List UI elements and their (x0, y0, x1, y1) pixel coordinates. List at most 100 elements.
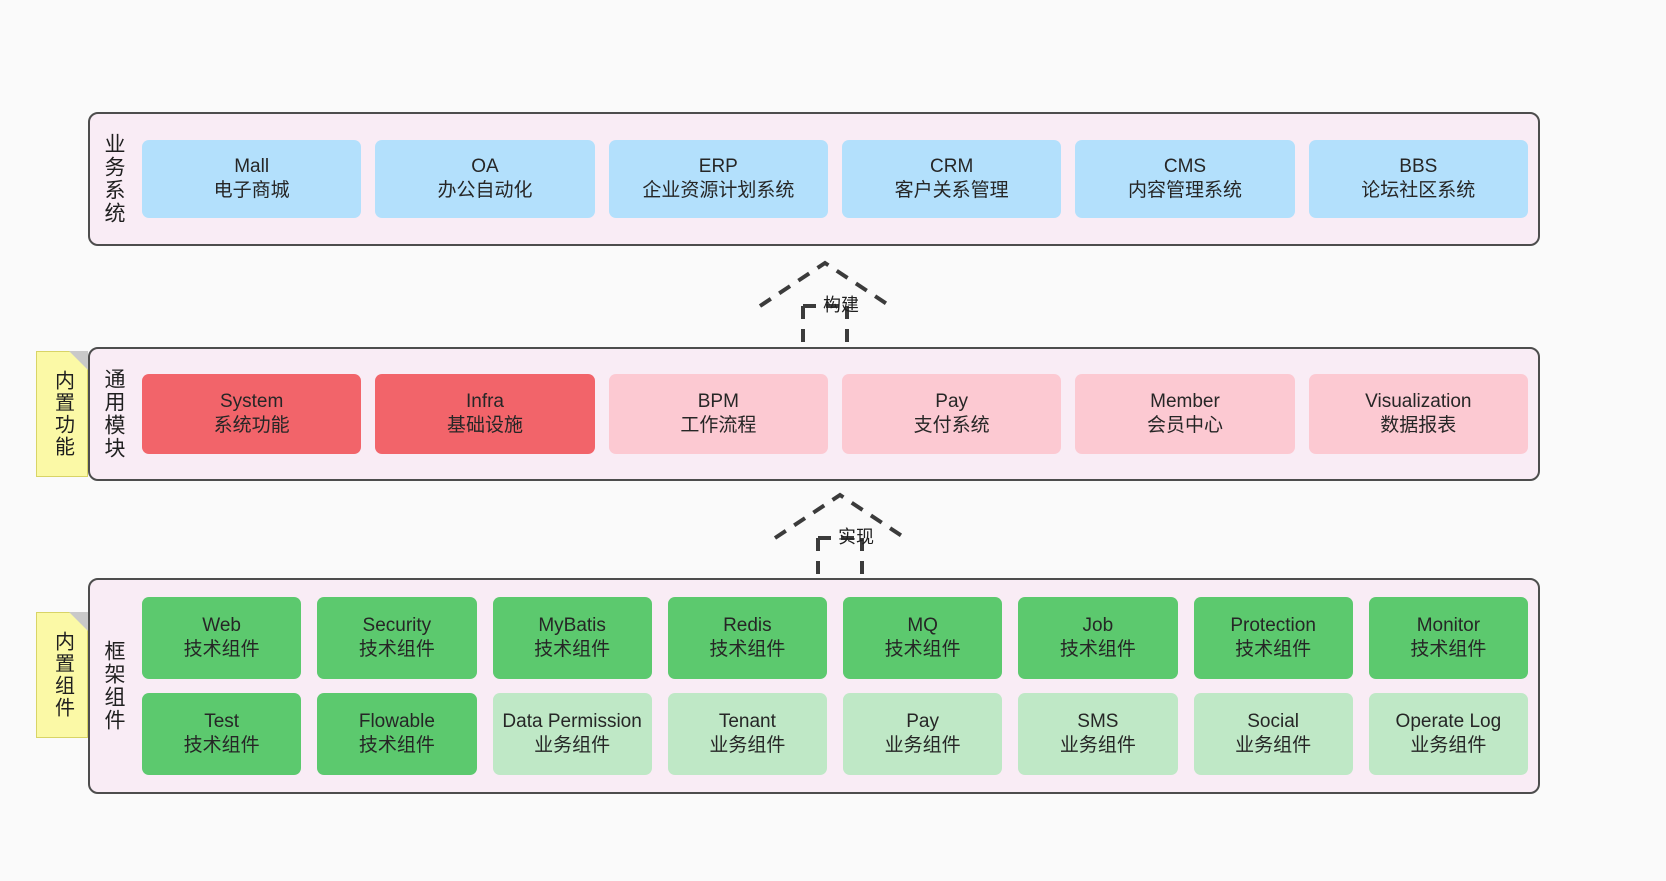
node-subtitle: 工作流程 (680, 415, 757, 436)
node-subtitle: 技术组件 (183, 639, 260, 660)
node-subtitle: 技术组件 (183, 735, 260, 756)
note-fold-corner-icon (69, 351, 88, 370)
node-title: CMS (1163, 155, 1207, 177)
node-title: Protection (1230, 614, 1316, 636)
node-social[interactable]: Social 业务组件 (1193, 693, 1353, 775)
connector-implement-label: 实现 (838, 527, 874, 547)
node-bbs[interactable]: BBS 论坛社区系统 (1308, 140, 1528, 218)
node-subtitle: 技术组件 (1235, 639, 1312, 660)
node-subtitle: 技术组件 (358, 735, 435, 756)
node-title: Mall (234, 155, 270, 177)
node-title: Operate Log (1395, 710, 1502, 732)
node-subtitle: 企业资源计划系统 (642, 180, 795, 201)
node-job[interactable]: Job 技术组件 (1018, 597, 1178, 679)
node-pay-module[interactable]: Pay 支付系统 (841, 374, 1062, 454)
layer-framework-components: 框架组件 Web 技术组件 Security 技术组件 MyBatis 技术组件… (88, 578, 1540, 794)
node-title: Test (204, 710, 240, 732)
layer-business-systems: 业务系统 Mall 电子商城 OA 办公自动化 ERP 企业资源计划系统 CRM… (88, 112, 1540, 246)
node-subtitle: 技术组件 (1410, 639, 1487, 660)
node-mq[interactable]: MQ 技术组件 (843, 597, 1003, 679)
node-subtitle: 支付系统 (913, 415, 990, 436)
node-erp[interactable]: ERP 企业资源计划系统 (608, 140, 828, 218)
node-security[interactable]: Security 技术组件 (317, 597, 477, 679)
node-subtitle: 办公自动化 (437, 180, 533, 201)
layer-body-framework-components: Web 技术组件 Security 技术组件 MyBatis 技术组件 Redi… (136, 580, 1538, 792)
node-web[interactable]: Web 技术组件 (142, 597, 302, 679)
node-title: BBS (1399, 155, 1438, 177)
node-title: Pay (935, 390, 969, 412)
node-pay-component[interactable]: Pay 业务组件 (843, 693, 1003, 775)
node-title: CRM (930, 155, 974, 177)
node-subtitle: 技术组件 (709, 639, 786, 660)
layer-body-business-systems: Mall 电子商城 OA 办公自动化 ERP 企业资源计划系统 CRM 客户关系… (136, 114, 1538, 244)
node-tenant[interactable]: Tenant 业务组件 (667, 693, 827, 775)
node-subtitle: 技术组件 (1059, 639, 1136, 660)
node-oa[interactable]: OA 办公自动化 (375, 140, 595, 218)
node-operate-log[interactable]: Operate Log 业务组件 (1368, 693, 1528, 775)
node-title: MyBatis (538, 614, 606, 636)
node-title: Monitor (1416, 614, 1481, 636)
node-subtitle: 业务组件 (1059, 735, 1136, 756)
node-data-permission[interactable]: Data Permission 业务组件 (492, 693, 652, 775)
node-title: Web (202, 614, 241, 636)
node-title: Social (1247, 710, 1299, 732)
node-title: Infra (465, 390, 504, 412)
note-fold-corner-icon (69, 612, 88, 631)
node-title: Redis (723, 614, 772, 636)
node-title: BPM (697, 390, 739, 412)
node-subtitle: 系统功能 (213, 415, 290, 436)
framework-component-grid: Web 技术组件 Security 技术组件 MyBatis 技术组件 Redi… (142, 597, 1528, 775)
node-infra[interactable]: Infra 基础设施 (375, 374, 595, 454)
layer-title-common-modules: 通用模块 (102, 368, 126, 460)
node-subtitle: 会员中心 (1146, 415, 1223, 436)
node-title: Flowable (358, 710, 435, 732)
node-subtitle: 业务组件 (1410, 735, 1487, 756)
note-text: 内置组件 (51, 631, 74, 719)
node-title: ERP (698, 155, 738, 177)
node-subtitle: 基础设施 (446, 415, 523, 436)
node-title: Member (1150, 390, 1220, 412)
node-title: Tenant (718, 710, 776, 732)
node-test[interactable]: Test 技术组件 (142, 693, 302, 775)
node-system[interactable]: System 系统功能 (142, 374, 362, 454)
node-mall[interactable]: Mall 电子商城 (142, 140, 362, 218)
node-member[interactable]: Member 会员中心 (1075, 374, 1295, 454)
layer-common-modules: 通用模块 System 系统功能 Infra 基础设施 BPM 工作流程 Pay… (88, 347, 1540, 481)
node-subtitle: 论坛社区系统 (1361, 180, 1476, 201)
note-text: 内置功能 (51, 370, 74, 458)
connector-build-label: 构建 (823, 295, 859, 315)
node-subtitle: 业务组件 (709, 735, 786, 756)
node-subtitle: 电子商城 (213, 180, 290, 201)
node-crm[interactable]: CRM 客户关系管理 (841, 140, 1062, 218)
node-protection[interactable]: Protection 技术组件 (1193, 597, 1353, 679)
node-subtitle: 客户关系管理 (894, 180, 1009, 201)
node-subtitle: 数据报表 (1380, 415, 1457, 436)
node-cms[interactable]: CMS 内容管理系统 (1075, 140, 1295, 218)
node-title: Data Permission (502, 710, 642, 732)
node-flowable[interactable]: Flowable 技术组件 (317, 693, 477, 775)
node-title: Pay (906, 710, 939, 732)
layer-title-business-systems: 业务系统 (102, 133, 126, 225)
node-title: Security (362, 614, 432, 636)
node-title: Visualization (1365, 390, 1472, 412)
node-redis[interactable]: Redis 技术组件 (667, 597, 827, 679)
node-mybatis[interactable]: MyBatis 技术组件 (492, 597, 652, 679)
node-subtitle: 技术组件 (884, 639, 961, 660)
layer-body-common-modules: System 系统功能 Infra 基础设施 BPM 工作流程 Pay 支付系统… (136, 349, 1538, 479)
node-subtitle: 技术组件 (358, 639, 435, 660)
note-built-in-function: 内置功能 (36, 351, 88, 477)
node-title: OA (471, 155, 499, 177)
node-subtitle: 业务组件 (1235, 735, 1312, 756)
note-built-in-component: 内置组件 (36, 612, 88, 738)
node-sms[interactable]: SMS 业务组件 (1018, 693, 1178, 775)
node-monitor[interactable]: Monitor 技术组件 (1368, 597, 1528, 679)
node-title: SMS (1077, 710, 1119, 732)
connector-implement: 实现 (770, 490, 920, 578)
node-visualization[interactable]: Visualization 数据报表 (1308, 374, 1528, 454)
layer-title-framework-components: 框架组件 (102, 640, 126, 732)
node-title: MQ (907, 614, 938, 636)
node-bpm[interactable]: BPM 工作流程 (608, 374, 828, 454)
node-title: System (219, 390, 284, 412)
node-subtitle: 技术组件 (534, 639, 611, 660)
